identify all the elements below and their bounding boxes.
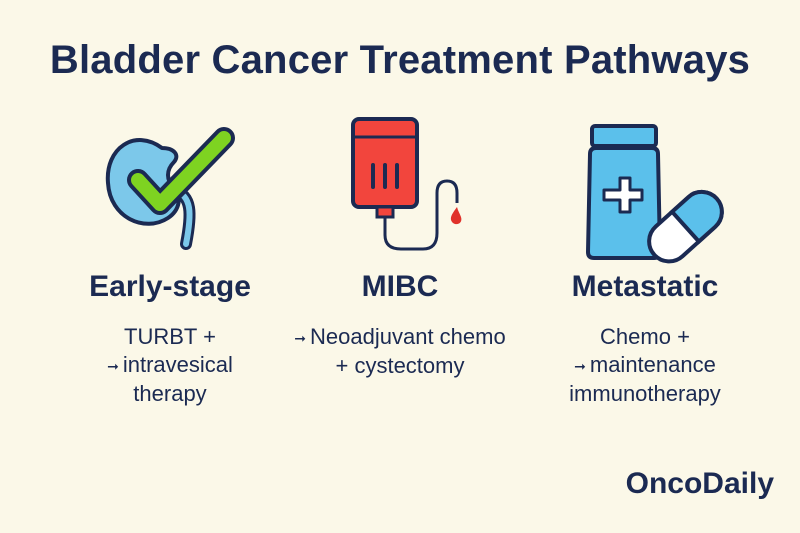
description-line-with-arrow: ➞intravesical [60, 351, 280, 380]
pill-bottle-capsule-icon [585, 124, 724, 264]
brand-logo-text: OncoDaily [625, 467, 774, 500]
arrow-right-icon: ➞ [574, 358, 586, 375]
page-title: Bladder Cancer Treatment Pathways [49, 38, 751, 82]
heading-early-stage: Early-stage [89, 270, 251, 303]
description-line: Neoadjuvant chemo [310, 324, 506, 349]
description-line: + cystectomy [335, 353, 465, 379]
heading-metastatic: Metastatic [571, 270, 719, 303]
heading-mibc: MIBC [361, 270, 439, 303]
description-line: therapy [133, 381, 207, 407]
description-line: maintenance [589, 352, 716, 377]
description-line: TURBT + [124, 324, 216, 349]
description-early-stage: TURBT + ➞intravesical therapy [60, 323, 280, 408]
description-line: immunotherapy [569, 381, 721, 407]
description-line: Chemo + [600, 324, 690, 349]
arrow-right-icon: ➞ [107, 358, 119, 375]
iv-bag-icon [351, 117, 462, 251]
kidney-check-icon [105, 127, 235, 250]
description-mibc: ➞Neoadjuvant chemo + cystectomy [265, 323, 535, 380]
description-line: intravesical [122, 352, 233, 377]
description-metastatic: Chemo + ➞maintenance immunotherapy [530, 323, 760, 408]
description-line-with-arrow: ➞maintenance [530, 351, 760, 380]
arrow-right-icon: ➞ [294, 330, 307, 347]
description-line-with-arrow: ➞Neoadjuvant chemo [265, 323, 535, 352]
